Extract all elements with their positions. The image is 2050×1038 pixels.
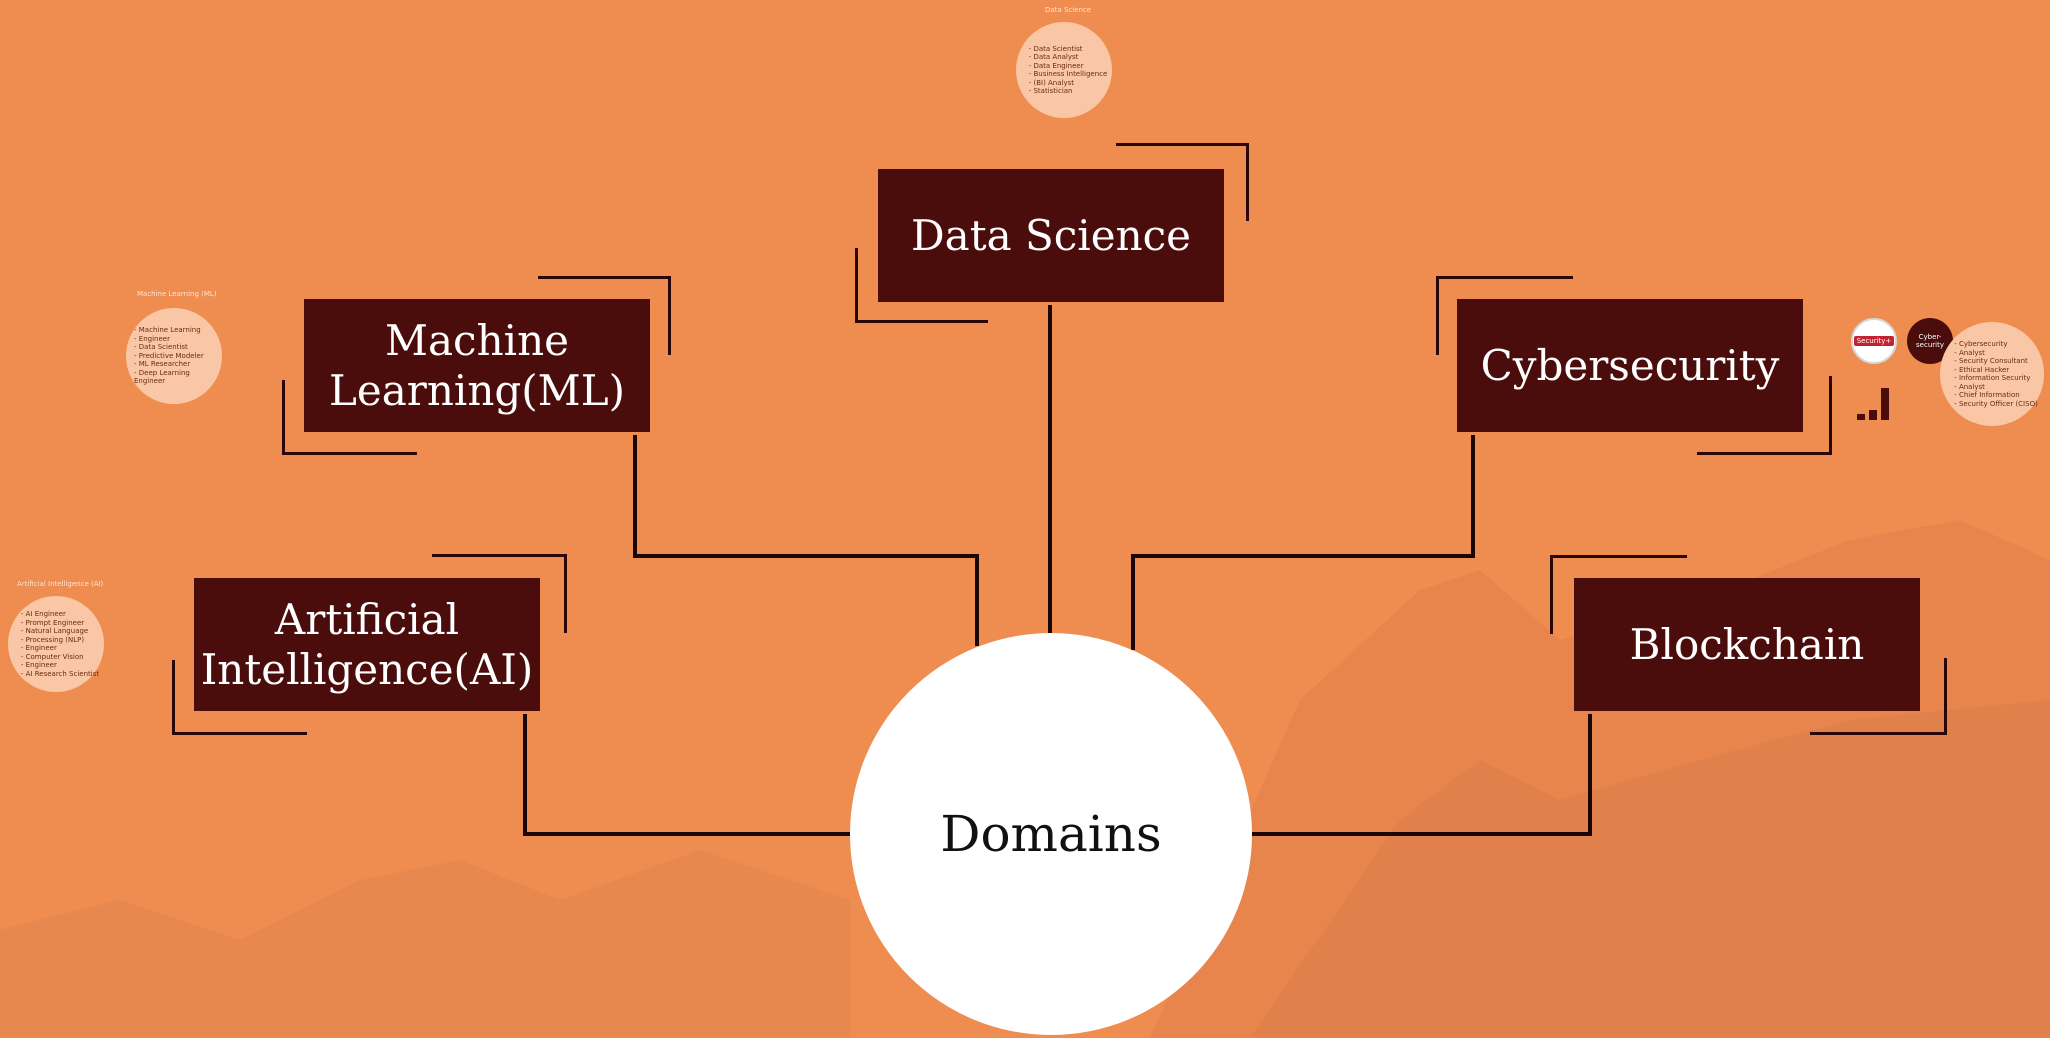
node-artificial-intelligence[interactable]: Artificial Intelligence(AI) [194,578,540,711]
center-label: Domains [940,805,1162,863]
cyber-security-badge: Cyber-security [1907,318,1953,364]
connector-ai-h [523,832,853,836]
connector-ml-v2 [975,554,979,646]
connector-ml-h [633,554,979,558]
bracket-ai-bottom [172,660,307,735]
bracket-data-science-top [1116,143,1249,221]
node-ml-label-line2: Learning(ML) [329,365,625,415]
bubble-cyber-item: Analyst [1954,383,2038,392]
bracket-cyber-top [1436,276,1573,355]
bubble-ml-item: Data Scientist [134,343,222,352]
security-plus-badge-icon: Security+ [1851,318,1897,364]
bubble-ai-item: Engineer [21,644,99,653]
bubble-data-science-list: Data ScientistData AnalystData EngineerB… [1021,45,1108,96]
bracket-ai-top [432,554,567,633]
connector-cyber-v1 [1471,435,1475,557]
bubble-ai-item: Prompt Engineer [21,619,99,628]
bubble-data-science-item: Data Analyst [1029,53,1108,62]
bubble-data-science-item: Statistician [1029,87,1108,96]
bubble-ai-item: Engineer [21,661,99,670]
bubble-data-science-item: Business Intelligence [1029,70,1107,79]
bubble-cybersecurity-list: CybersecurityAnalystSecurity ConsultantE… [1946,340,2038,408]
bracket-blockchain-top [1550,555,1687,634]
connector-blockchain-h [1250,832,1592,836]
connector-cyber-h [1131,554,1475,558]
connector-blockchain-v [1588,714,1592,836]
connector-cyber-v2 [1131,554,1135,650]
security-plus-badge-label: Security+ [1853,336,1895,346]
node-blockchain[interactable]: Blockchain [1574,578,1920,711]
node-cybersecurity[interactable]: Cybersecurity [1457,299,1803,432]
bubble-cyber-item: Cybersecurity [1954,340,2038,349]
bubble-ai-item: Natural Language [21,627,99,636]
bubble-ml-item: Machine Learning [134,326,222,335]
bubble-ai-list: AI EngineerPrompt EngineerNatural Langua… [13,610,99,678]
cyber-security-badge-label: Cyber-security [1916,333,1944,349]
bubble-cyber-item: Security Officer (CISO) [1954,400,2038,409]
bubble-ai-item: Processing (NLP) [21,636,99,645]
bubble-ml-item: ML Researcher [134,360,222,369]
center-domains-circle[interactable]: Domains [850,633,1252,1035]
connector-data-science [1048,305,1052,635]
node-ml-label-line1: Machine [385,315,569,365]
bracket-blockchain-bottom [1810,658,1947,735]
bracket-data-science-bottom [855,248,988,323]
bubble-ml[interactable]: Machine LearningEngineerData ScientistPr… [126,308,222,404]
node-data-science-label: Data Science [911,210,1191,260]
bubble-ai-item: Computer Vision [21,653,99,662]
bubble-ai[interactable]: AI EngineerPrompt EngineerNatural Langua… [8,596,104,692]
bubble-ml-list: Machine LearningEngineerData ScientistPr… [126,326,222,386]
bubble-ml-item: Engineer [134,335,222,344]
bubble-data-science-item: Data Scientist [1029,45,1108,54]
bubble-cyber-item: Information Security [1954,374,2038,383]
bubble-data-science-title: Data Science [1045,6,1092,14]
bubble-ml-item: Predictive Modeler [134,352,222,361]
node-machine-learning[interactable]: Machine Learning(ML) [304,299,650,432]
node-blockchain-label: Blockchain [1629,619,1865,669]
bubble-cyber-item: Ethical Hacker [1954,366,2038,375]
bracket-ml-top [538,276,671,355]
node-ai-label-line2: Intelligence(AI) [200,644,534,694]
bubble-ai-item: AI Research Scientist [21,670,99,679]
bubble-cyber-item: Security Consultant [1954,357,2038,366]
bubble-data-science-item: (BI) Analyst [1029,79,1108,88]
node-ai-label-line1: Artificial [274,594,460,644]
bubble-ml-title: Machine Learning (ML) [137,290,217,298]
bubble-data-science-item: Data Engineer [1029,62,1108,71]
connector-ml-v1 [633,435,637,557]
node-cybersecurity-label: Cybersecurity [1480,340,1780,390]
bubble-ai-title: Artificial Intelligence (AI) [17,580,104,588]
bubble-cybersecurity[interactable]: CybersecurityAnalystSecurity ConsultantE… [1940,322,2044,426]
bubble-cyber-item: Chief Information [1954,391,2038,400]
node-data-science[interactable]: Data Science [878,169,1224,302]
connector-ai-v [523,714,527,836]
bubble-cyber-item: Analyst [1954,349,2038,358]
bracket-cyber-bottom [1697,376,1832,455]
bar-chart-icon [1857,388,1889,420]
bracket-ml-bottom [282,380,417,455]
bubble-data-science[interactable]: Data ScientistData AnalystData EngineerB… [1016,22,1112,118]
bubble-ai-item: AI Engineer [21,610,99,619]
bubble-ml-item: Deep Learning Engineer [134,369,222,386]
